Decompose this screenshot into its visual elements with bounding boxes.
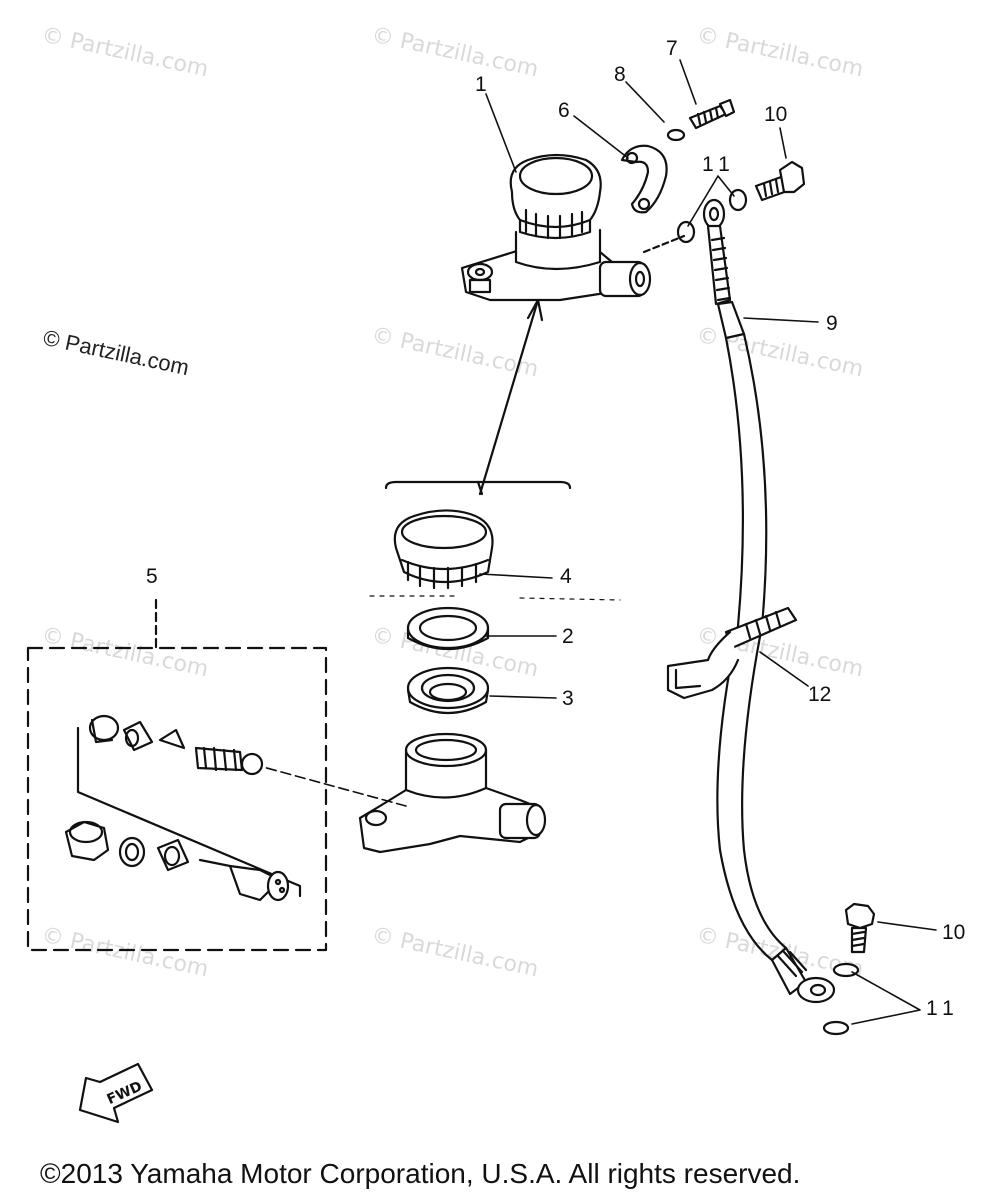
- gasket-11-top-b: [676, 220, 696, 244]
- bracket-6: [620, 144, 668, 214]
- callout-2: 2: [562, 625, 574, 648]
- assembly-arrow: [478, 298, 540, 496]
- callout-9: 9: [826, 312, 838, 335]
- fwd-arrow-icon: [78, 1062, 154, 1124]
- callout-4: 4: [560, 565, 572, 588]
- banjo-bolt-10-top: [754, 160, 806, 202]
- kit-5-parts-row2: [64, 820, 290, 902]
- callout-8: 8: [614, 63, 626, 86]
- plate-2: [406, 606, 490, 651]
- banjo-bolt-10-bottom: [844, 902, 876, 954]
- callout-11-bottom: 11: [926, 997, 960, 1020]
- callout-10-top: 10: [764, 103, 788, 126]
- callout-7: 7: [666, 37, 678, 60]
- callout-6: 6: [558, 99, 570, 122]
- master-cylinder-body: [358, 732, 547, 854]
- copyright-notice: ©2013 Yamaha Motor Corporation, U.S.A. A…: [40, 1158, 801, 1189]
- diaphragm-3: [406, 666, 490, 715]
- kit-5-parts-row1: [88, 714, 264, 776]
- screw-7: [688, 98, 736, 130]
- callout-10-bottom: 10: [942, 921, 966, 944]
- reservoir-cap-1: [509, 153, 602, 240]
- washer-8: [666, 128, 686, 142]
- callout-1: 1: [475, 73, 487, 96]
- brake-hose-9: [702, 198, 836, 1004]
- gasket-11-bottom-b: [822, 1020, 850, 1036]
- reservoir-cap-4: [393, 509, 494, 590]
- kit-5-box: [26, 646, 328, 952]
- callout-5: 5: [146, 565, 158, 588]
- gasket-11-bottom-a: [832, 962, 860, 978]
- hose-clip-12: [666, 606, 798, 700]
- callout-12: 12: [808, 683, 832, 706]
- master-cylinder-assembly: [460, 228, 652, 302]
- callout-11-top: 11: [702, 153, 736, 176]
- callout-3: 3: [562, 687, 574, 710]
